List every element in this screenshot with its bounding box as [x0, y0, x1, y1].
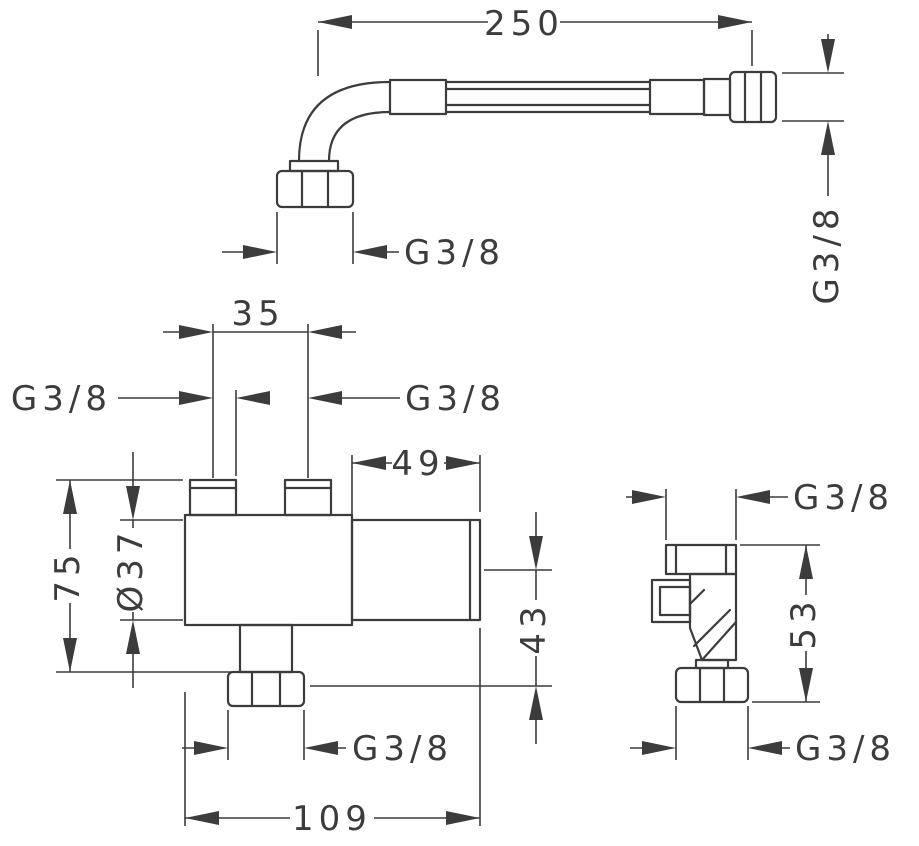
arrowhead-left [748, 741, 782, 755]
dim-hose-nut-thread-label: G3/8 [807, 203, 847, 304]
arrowhead-left [352, 456, 386, 470]
arrowhead-left [185, 811, 219, 825]
dim-total-height-label: 75 [48, 549, 88, 602]
hose-ferrule [702, 77, 732, 117]
dim-side-top-thread-label: G3/8 [793, 478, 894, 518]
outlet-hex-nut [226, 670, 306, 708]
dim-hose-nut-thread: G3/8 [782, 34, 847, 305]
dim-side-height-label: 53 [784, 596, 824, 649]
arrowhead-left [736, 490, 770, 504]
dim-hose-length-label: 250 [484, 4, 564, 44]
thermostat-cylinder [350, 518, 482, 622]
hose-braid-left [388, 78, 448, 116]
outlet-port [238, 623, 294, 674]
hose-assembly [275, 70, 778, 209]
arrowhead-up [799, 545, 813, 579]
dim-total-width: 109 [184, 628, 481, 839]
arrowhead-right [446, 811, 480, 825]
elbow-collar [288, 159, 340, 173]
side-top-port [664, 543, 738, 576]
arrowhead-right [243, 245, 277, 259]
dim-outlet-offset-label: 43 [514, 601, 554, 654]
dim-side-top-thread: G3/8 [626, 478, 894, 540]
dim-total-height: 75 [48, 479, 236, 673]
dim-thermostat-length-label: 49 [391, 444, 444, 484]
elbow-hex-nut [275, 169, 355, 209]
dim-body-diameter: Ø37 [111, 452, 183, 688]
arrowhead-down [529, 536, 543, 570]
arrowhead-right [718, 15, 752, 29]
arrowhead-right [642, 741, 676, 755]
hose-tube [444, 80, 652, 114]
dim-elbow-thread: G3/8 [222, 212, 505, 273]
dim-outlet-thread-label: G3/8 [352, 729, 453, 769]
hose-elbow [297, 80, 392, 163]
dim-hose-length: 250 [317, 4, 753, 76]
arrowhead-right [446, 456, 480, 470]
side-hex-nut [674, 666, 750, 704]
front-view-valve-body [183, 478, 482, 708]
arrowhead-right [632, 490, 666, 504]
arrowhead-right [179, 391, 213, 405]
dim-elbow-thread-label: G3/8 [404, 233, 505, 273]
arrowhead-down [126, 486, 140, 520]
dim-side-bottom-thread: G3/8 [630, 706, 896, 769]
arrowhead-up [529, 686, 543, 720]
dim-port-spacing-label: 35 [231, 294, 284, 334]
dim-side-height: 53 [740, 544, 824, 703]
arrowhead-left [318, 15, 352, 29]
arrowhead-left [353, 245, 387, 259]
side-neck [694, 658, 730, 670]
arrowhead-down [63, 638, 77, 672]
arrowhead-up [63, 480, 77, 514]
arrowhead-up [126, 620, 140, 654]
side-view-valve-body [650, 543, 750, 704]
arrowhead-left [304, 741, 338, 755]
dim-thermostat-length: 49 [351, 444, 481, 514]
arrowhead-left [236, 391, 270, 405]
arrowhead-down [799, 668, 813, 702]
dim-front-threads-top: G3/8 G3/8 [11, 379, 506, 476]
arrowhead-right [194, 741, 228, 755]
inlet-port-right [283, 478, 333, 517]
dim-port-spacing: 35 [163, 294, 356, 478]
inlet-port-left [188, 478, 238, 517]
arrowhead-right [179, 325, 213, 339]
arrowhead-left [308, 391, 342, 405]
hose-hex-nut [728, 70, 778, 124]
side-body-angled-bore [688, 588, 738, 662]
dim-right-port-thread-label: G3/8 [405, 379, 506, 419]
arrowhead-left [308, 325, 342, 339]
dim-left-port-thread-label: G3/8 [11, 379, 112, 419]
dim-side-bottom-thread-label: G3/8 [795, 729, 896, 769]
side-left-port [650, 578, 692, 624]
arrowhead-up [821, 121, 835, 155]
valve-block [183, 513, 354, 627]
dim-total-width-label: 109 [292, 799, 372, 839]
arrowhead-down [821, 39, 835, 73]
hose-braid-right [648, 78, 706, 116]
dim-body-diameter-label: Ø37 [111, 527, 151, 612]
dim-outlet-offset: 43 [310, 512, 554, 744]
dim-outlet-thread: G3/8 [182, 710, 453, 769]
